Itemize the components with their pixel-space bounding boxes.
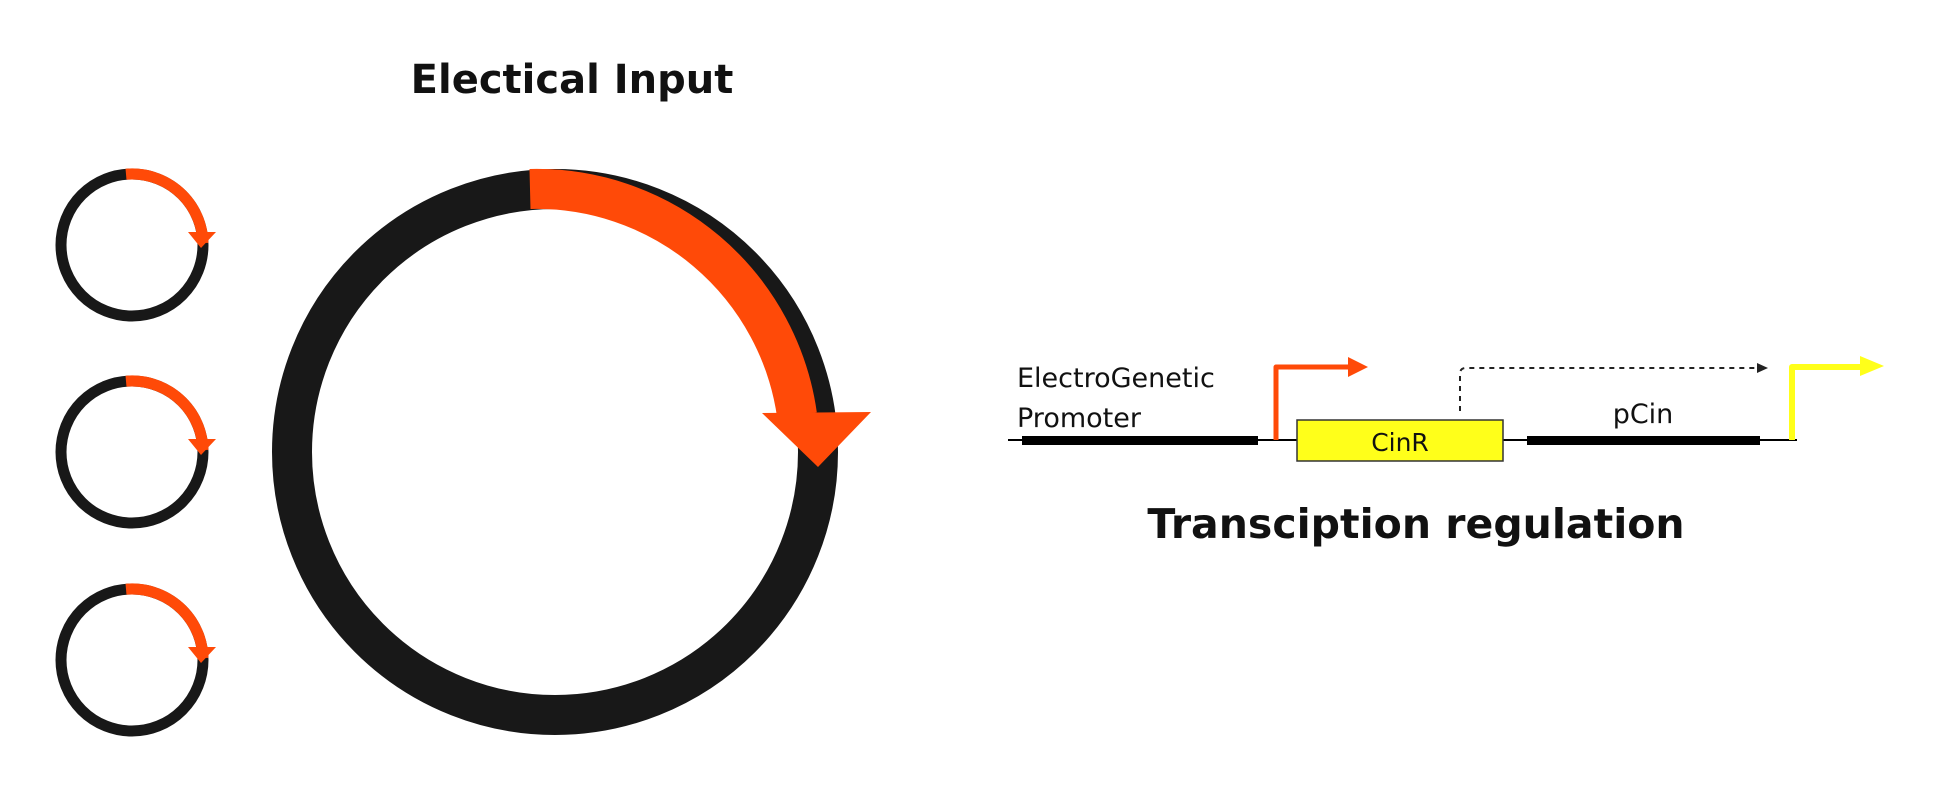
pcin-output-arrow	[1789, 364, 1862, 440]
electrogenetic-promoter-arrow	[1273, 364, 1350, 440]
small-ring-3-arrow-arc	[125, 583, 209, 659]
cinr-gene-label: CinR	[1371, 428, 1429, 457]
pcin-label: pCin	[1613, 399, 1674, 430]
large-ring-arrow-arc	[529, 168, 817, 418]
small-ring-3	[55, 583, 216, 737]
large-ring	[272, 168, 871, 735]
small-ring-2	[55, 375, 216, 529]
promoter-label-line2: Promoter	[1017, 403, 1142, 434]
small-ring-1	[55, 168, 216, 322]
large-ring-arrowhead-icon	[762, 412, 871, 467]
electrogenetic-promoter-arrowhead-icon	[1348, 357, 1368, 377]
regulation-arrowhead-icon	[1757, 363, 1768, 373]
small-ring-2-arrowhead-icon	[188, 439, 216, 455]
pcin-promoter-region	[1527, 436, 1760, 445]
gene-circuit: ElectroGenetic Promoter CinR pCin	[1008, 356, 1884, 462]
pcin-output-arrowhead-icon	[1860, 356, 1884, 376]
small-ring-1-arrow-arc	[125, 168, 209, 244]
regulation-dotted-arrow	[1459, 367, 1757, 411]
promoter-label-line1: ElectroGenetic	[1017, 363, 1215, 394]
small-ring-2-arrow-arc	[125, 375, 209, 451]
small-ring-3-arrowhead-icon	[188, 647, 216, 663]
cinr-gene-box	[1296, 419, 1504, 462]
transcription-regulation-title: Transciption regulation	[1147, 500, 1684, 548]
electrogenetic-promoter-region	[1022, 436, 1258, 445]
electrical-input-title: Electical Input	[411, 57, 734, 103]
small-ring-1-arrowhead-icon	[188, 232, 216, 248]
